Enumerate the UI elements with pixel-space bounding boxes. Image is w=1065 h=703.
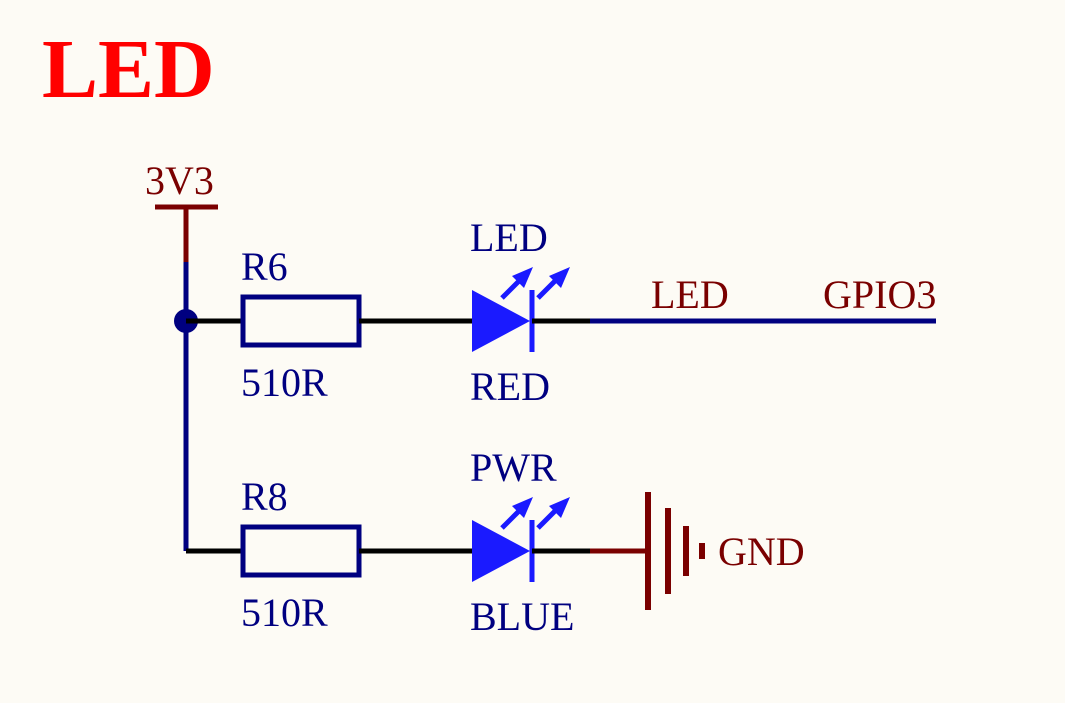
resistor-r6-body <box>240 294 362 348</box>
net-label-gpio3: GPIO3 <box>823 272 936 317</box>
schematic-title: LED <box>42 23 215 116</box>
resistor-r8-ref: R8 <box>241 474 288 519</box>
power-port-3v3: 3V3 <box>145 158 218 262</box>
led-blue-arrowhead-2 <box>549 497 570 518</box>
led-red-triangle <box>472 290 530 352</box>
led-red-color: RED <box>470 364 550 409</box>
ground-symbol: GND <box>590 492 805 610</box>
led-red-arrowhead-2 <box>549 267 570 288</box>
power-label: 3V3 <box>145 158 214 203</box>
led-blue-triangle <box>472 520 530 582</box>
resistor-r6: R6 510R <box>240 244 362 405</box>
led-red-ref: LED <box>470 215 548 260</box>
led-blue-arrowhead-1 <box>512 497 533 518</box>
net-label-led: LED <box>651 272 729 317</box>
resistor-r8-value: 510R <box>241 590 328 635</box>
ground-label: GND <box>718 529 805 574</box>
resistor-r6-ref: R6 <box>241 244 288 289</box>
resistor-r8: R8 510R <box>240 474 362 635</box>
led-red-symbol: LED RED <box>470 215 570 409</box>
resistor-r8-body <box>240 524 362 578</box>
resistor-r6-value: 510R <box>241 360 328 405</box>
led-red-arrowhead-1 <box>512 267 533 288</box>
led-blue-color: BLUE <box>470 594 574 639</box>
led-blue-ref: PWR <box>470 445 557 490</box>
led-blue-symbol: PWR BLUE <box>470 445 574 639</box>
